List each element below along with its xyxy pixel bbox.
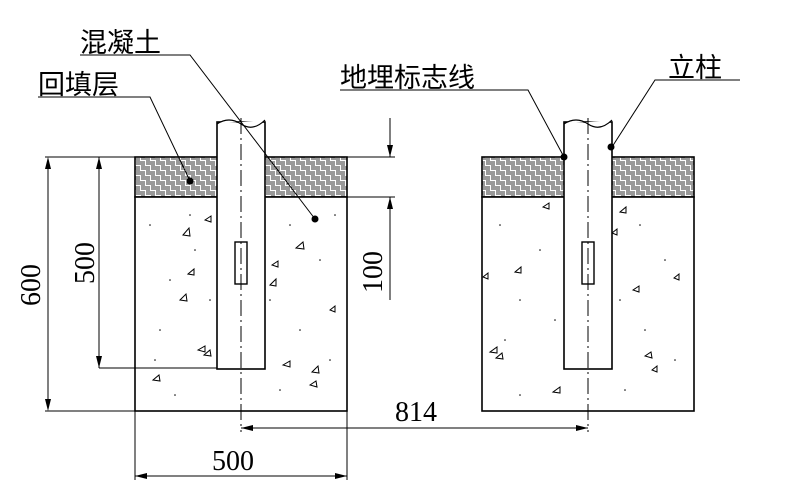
- dim-foundation-width: 500: [212, 446, 254, 477]
- dim-fill-thickness: 100: [358, 251, 389, 293]
- left-aggregate-triangles: [151, 215, 336, 388]
- backfill-label: 回填层: [38, 70, 119, 101]
- right-post: [563, 118, 613, 432]
- dim-post-spacing: 814: [395, 397, 437, 428]
- post-label: 立柱: [668, 53, 722, 84]
- dim-embed-depth: 500: [70, 242, 101, 284]
- left-foundation: [134, 118, 348, 432]
- marker-line-label: 地埋标志线: [340, 63, 475, 94]
- left-concrete-speckles: [149, 214, 336, 396]
- leader-lines: [38, 54, 740, 223]
- right-concrete-speckles: [499, 224, 676, 396]
- dimension-lines: [45, 118, 588, 480]
- right-aggregate-triangles: [482, 202, 680, 394]
- left-post: [216, 118, 266, 432]
- concrete-label: 混凝土: [80, 28, 161, 59]
- dim-total-depth: 600: [16, 264, 47, 306]
- right-foundation: [481, 118, 695, 432]
